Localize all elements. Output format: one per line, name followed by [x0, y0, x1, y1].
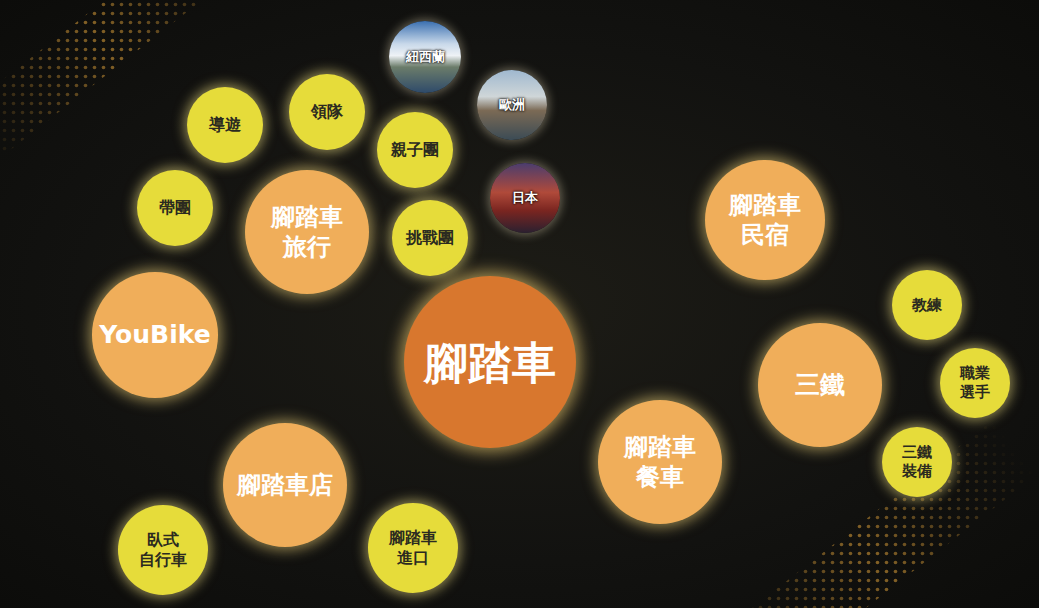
bubble-label: 腳踏車 [424, 335, 556, 390]
bubble-node: YouBike [92, 272, 218, 398]
bubble-node: 腳踏車店 [223, 423, 347, 547]
bubble-label: 臥式 自行車 [138, 530, 188, 570]
bubble-label: 三鐵 裝備 [901, 443, 934, 481]
bubble-label: 挑戰團 [406, 228, 454, 248]
bubble-node: 歐洲 [477, 70, 547, 140]
bubble-label: 導遊 [209, 115, 241, 135]
bubble-node: 職業 選手 [940, 348, 1010, 418]
bubble-label: 領隊 [311, 102, 343, 122]
bubble-node: 臥式 自行車 [118, 505, 208, 595]
bubble-node: 親子團 [377, 112, 453, 188]
bubble-label: 親子團 [391, 140, 439, 160]
bubble-node: 挑戰團 [392, 200, 468, 276]
bubble-node: 領隊 [289, 74, 365, 150]
bubble-label: 腳踏車 餐車 [622, 432, 698, 492]
bubble-label: 紐西蘭 [406, 49, 445, 65]
bubble-label: 日本 [512, 190, 538, 206]
bubble-label: 歐洲 [499, 97, 525, 113]
bubble-label: 腳踏車 進口 [388, 528, 438, 568]
bubble-label: 教練 [912, 296, 942, 315]
bubble-node: 腳踏車 [404, 276, 576, 448]
bubble-label: 帶團 [159, 198, 191, 218]
bubble-label: YouBike [99, 319, 210, 350]
bubble-node: 導遊 [187, 87, 263, 163]
bubble-node: 帶團 [137, 170, 213, 246]
bubble-node: 三鐵 [758, 323, 882, 447]
bubble-label: 職業 選手 [959, 364, 992, 402]
bubble-label: 腳踏車店 [237, 470, 333, 500]
bubble-node: 三鐵 裝備 [882, 427, 952, 497]
bubble-node: 教練 [892, 270, 962, 340]
bubble-node: 紐西蘭 [389, 21, 461, 93]
bubble-node: 腳踏車 旅行 [245, 170, 369, 294]
bubble-node: 日本 [490, 163, 560, 233]
bubble-node: 腳踏車 民宿 [705, 160, 825, 280]
bubble-node: 腳踏車 餐車 [598, 400, 722, 524]
bubble-label: 三鐵 [795, 369, 845, 400]
bubble-node: 腳踏車 進口 [368, 503, 458, 593]
bubble-label: 腳踏車 旅行 [269, 202, 345, 262]
bubble-label: 腳踏車 民宿 [727, 190, 803, 250]
